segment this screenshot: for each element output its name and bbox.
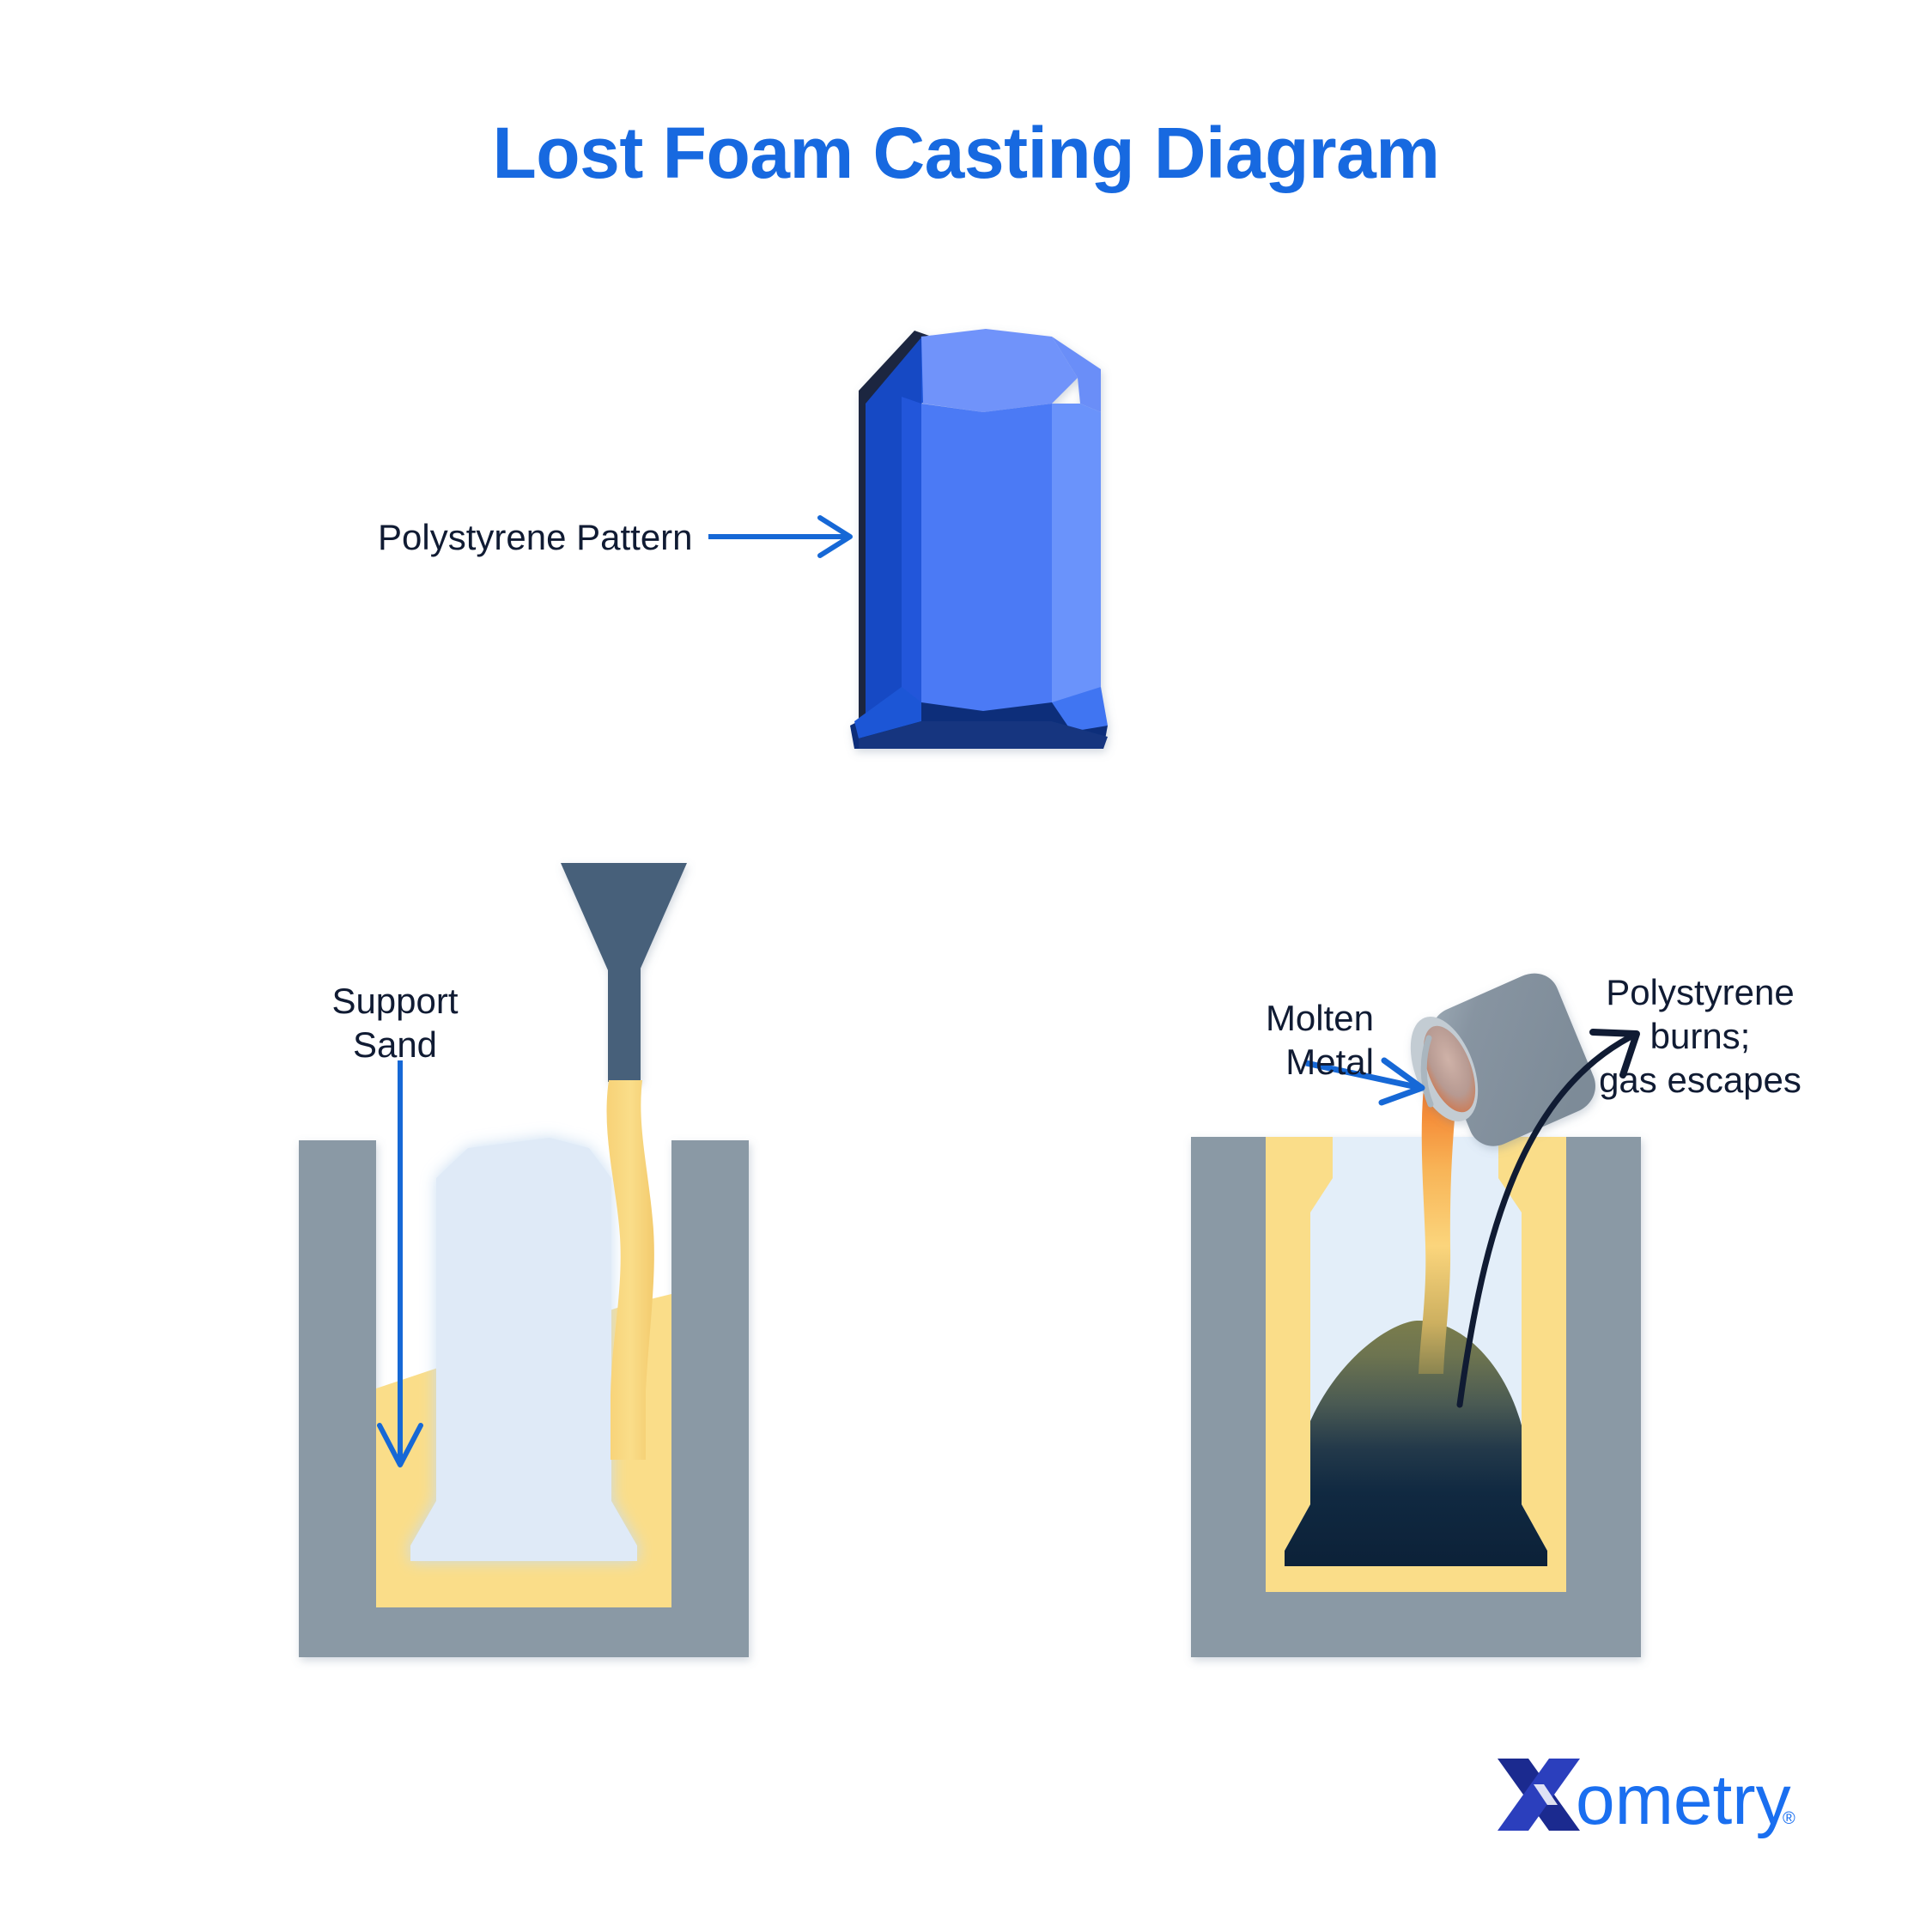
xometry-wordmark: ometry <box>1576 1761 1791 1839</box>
funnel-icon <box>561 863 687 1082</box>
label-molten-metal: Molten Metal <box>1265 998 1374 1083</box>
label-gas-escapes: Polystyrene burns; gas escapes <box>1599 972 1801 1101</box>
molten-pour-scene <box>1191 973 1641 1657</box>
mold-box-left <box>299 1140 749 1657</box>
molten-metal-stream <box>1419 1054 1461 1374</box>
arrow-support-sand <box>377 1060 423 1467</box>
support-sand-scene <box>299 863 749 1657</box>
foam-pattern-3d-icon <box>850 329 1108 749</box>
label-support-sand: Support Sand <box>331 981 459 1066</box>
xometry-logo: ometry ® <box>1498 1759 1795 1839</box>
foam-pattern-in-mold-left <box>410 1138 637 1561</box>
molten-metal-fill <box>1285 1320 1547 1566</box>
page-title: Lost Foam Casting Diagram <box>492 112 1440 193</box>
arrow-polystyrene-pattern <box>708 515 853 558</box>
sand-stream <box>606 1080 654 1460</box>
arrow-molten-metal <box>1305 1057 1425 1106</box>
arrow-gas-escape <box>1456 1029 1640 1408</box>
xometry-x-mark <box>1498 1759 1580 1831</box>
label-polystyrene-pattern: Polystyrene Pattern <box>378 517 693 557</box>
registered-mark-icon: ® <box>1783 1809 1795 1828</box>
